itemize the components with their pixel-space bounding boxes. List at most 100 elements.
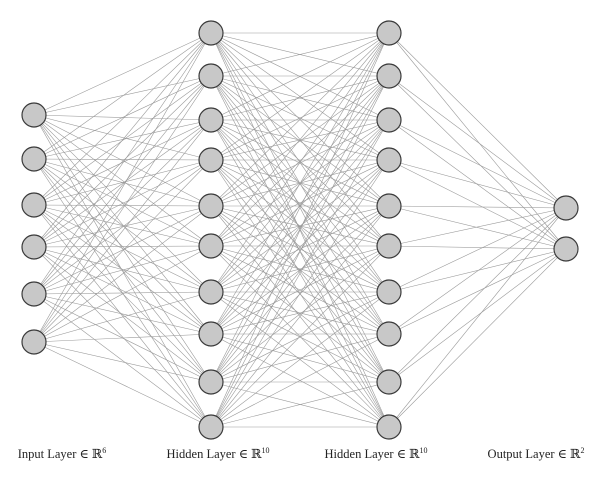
- edge-input-3-to-hidden1-3: [33, 119, 212, 206]
- edge-input-1-to-hidden1-2: [33, 75, 212, 116]
- neurons-group: [21, 20, 579, 440]
- edge-hidden1-5-to-hidden2-2: [210, 75, 390, 207]
- edge-input-1-to-hidden1-6: [33, 114, 212, 247]
- edge-hidden1-10-to-hidden2-7: [210, 291, 390, 428]
- edge-input-4-to-hidden1-3: [33, 119, 212, 248]
- edge-hidden2-7-to-output-1: [388, 207, 567, 293]
- edge-hidden1-8-to-hidden2-5: [210, 205, 390, 335]
- edge-hidden2-3-to-output-2: [388, 119, 567, 250]
- edge-hidden1-10-to-hidden2-2: [210, 75, 390, 428]
- edge-hidden1-6-to-hidden2-1: [210, 32, 390, 247]
- hidden1-neuron-10: [198, 414, 224, 440]
- hidden1-neuron-8: [198, 321, 224, 347]
- edge-input-3-to-hidden1-10: [33, 204, 212, 428]
- edge-hidden1-4-to-hidden2-2: [210, 75, 390, 161]
- edge-input-5-to-hidden1-2: [33, 75, 212, 295]
- edge-hidden1-3-to-hidden2-1: [210, 32, 390, 121]
- input-neuron-3: [21, 192, 47, 218]
- input-neuron-5: [21, 281, 47, 307]
- hidden2-neuron-2: [376, 63, 402, 89]
- edge-hidden1-7-to-hidden2-5: [210, 205, 390, 293]
- edge-hidden2-8-to-output-2: [388, 248, 567, 335]
- edge-hidden1-9-to-hidden2-8: [210, 333, 390, 383]
- edge-input-5-to-hidden1-8: [33, 293, 212, 335]
- edge-input-1-to-hidden1-5: [33, 114, 212, 207]
- edge-input-2-to-hidden1-4: [33, 158, 212, 161]
- hidden-layer-1-label: Hidden Layer ∈ ℝ10: [166, 446, 270, 462]
- input-neuron-6: [21, 329, 47, 355]
- edge-hidden2-6-to-output-1: [388, 207, 567, 247]
- edge-hidden2-2-to-output-1: [388, 75, 567, 209]
- input-neuron-4: [21, 234, 47, 260]
- edge-hidden1-2-to-hidden2-1: [210, 32, 390, 77]
- edge-input-5-to-hidden1-3: [33, 119, 212, 295]
- edge-hidden2-5-to-output-2: [388, 205, 567, 250]
- output-layer-label: Output Layer ∈ ℝ2: [487, 446, 585, 462]
- hidden1-neuron-6: [198, 233, 224, 259]
- edge-hidden1-7-to-hidden2-3: [210, 119, 390, 293]
- hidden1-neuron-3: [198, 107, 224, 133]
- edge-input-4-to-hidden1-6: [33, 245, 212, 248]
- edge-hidden2-4-to-output-1: [388, 159, 567, 209]
- edge-input-6-to-hidden1-10: [33, 341, 212, 428]
- edge-input-4-to-hidden1-2: [33, 75, 212, 248]
- edge-input-1-to-hidden1-4: [33, 114, 212, 161]
- edge-hidden2-9-to-output-2: [388, 248, 567, 383]
- edge-hidden1-8-to-hidden2-3: [210, 119, 390, 335]
- edge-hidden1-10-to-hidden2-5: [210, 205, 390, 428]
- edge-hidden1-10-to-hidden2-6: [210, 245, 390, 428]
- edge-hidden1-10-to-hidden2-9: [210, 381, 390, 428]
- hidden1-neuron-9: [198, 369, 224, 395]
- hidden2-neuron-1: [376, 20, 402, 46]
- edge-input-4-to-hidden1-10: [33, 246, 212, 428]
- hidden1-neuron-7: [198, 279, 224, 305]
- hidden2-neuron-5: [376, 193, 402, 219]
- edge-input-5-to-hidden1-6: [33, 245, 212, 295]
- edge-input-3-to-hidden1-2: [33, 75, 212, 206]
- hidden2-neuron-9: [376, 369, 402, 395]
- edge-hidden1-9-to-hidden2-7: [210, 291, 390, 383]
- edge-input-2-to-hidden1-6: [33, 158, 212, 247]
- edge-input-1-to-hidden1-8: [33, 114, 212, 335]
- edge-hidden2-10-to-output-1: [388, 207, 567, 428]
- input-neuron-2: [21, 146, 47, 172]
- edge-input-3-to-hidden1-4: [33, 159, 212, 206]
- hidden1-neuron-4: [198, 147, 224, 173]
- edge-hidden1-8-to-hidden2-2: [210, 75, 390, 335]
- edge-input-6-to-hidden1-2: [33, 75, 212, 343]
- input-layer-label: Input Layer ∈ ℝ6: [17, 446, 107, 462]
- edge-hidden1-10-to-hidden2-1: [210, 32, 390, 428]
- edge-hidden2-6-to-output-2: [388, 245, 567, 250]
- edge-input-4-to-hidden1-7: [33, 246, 212, 293]
- hidden2-neuron-4: [376, 147, 402, 173]
- edge-input-6-to-hidden1-3: [33, 119, 212, 343]
- edge-hidden2-10-to-output-2: [388, 248, 567, 428]
- hidden1-neuron-1: [198, 20, 224, 46]
- edge-input-6-to-hidden1-8: [33, 333, 212, 343]
- edge-hidden1-9-to-hidden2-1: [210, 32, 390, 383]
- edge-input-6-to-hidden1-7: [33, 291, 212, 343]
- edge-input-2-to-hidden1-2: [33, 75, 212, 160]
- hidden2-neuron-8: [376, 321, 402, 347]
- edge-hidden1-6-to-hidden2-4: [210, 159, 390, 247]
- edge-input-2-to-hidden1-9: [33, 158, 212, 383]
- edge-input-3-to-hidden1-6: [33, 204, 212, 247]
- edge-input-3-to-hidden1-7: [33, 204, 212, 293]
- edge-hidden1-8-to-hidden2-6: [210, 245, 390, 335]
- input-neuron-1: [21, 102, 47, 128]
- edge-input-4-to-hidden1-9: [33, 246, 212, 383]
- edge-hidden1-8-to-hidden2-7: [210, 291, 390, 335]
- output-neuron-1: [553, 195, 579, 221]
- edge-hidden1-8-to-hidden2-1: [210, 32, 390, 335]
- edge-input-4-to-hidden1-5: [33, 205, 212, 248]
- edge-hidden1-5-to-hidden2-1: [210, 32, 390, 207]
- edge-input-1-to-hidden1-1: [33, 32, 212, 116]
- edge-input-6-to-hidden1-6: [33, 245, 212, 343]
- edge-input-6-to-hidden1-9: [33, 341, 212, 383]
- edge-input-6-to-hidden1-1: [33, 32, 212, 343]
- edge-input-5-to-hidden1-10: [33, 293, 212, 428]
- edge-hidden2-2-to-output-2: [388, 75, 567, 250]
- edge-input-4-to-hidden1-1: [33, 32, 212, 248]
- edge-input-3-to-hidden1-9: [33, 204, 212, 383]
